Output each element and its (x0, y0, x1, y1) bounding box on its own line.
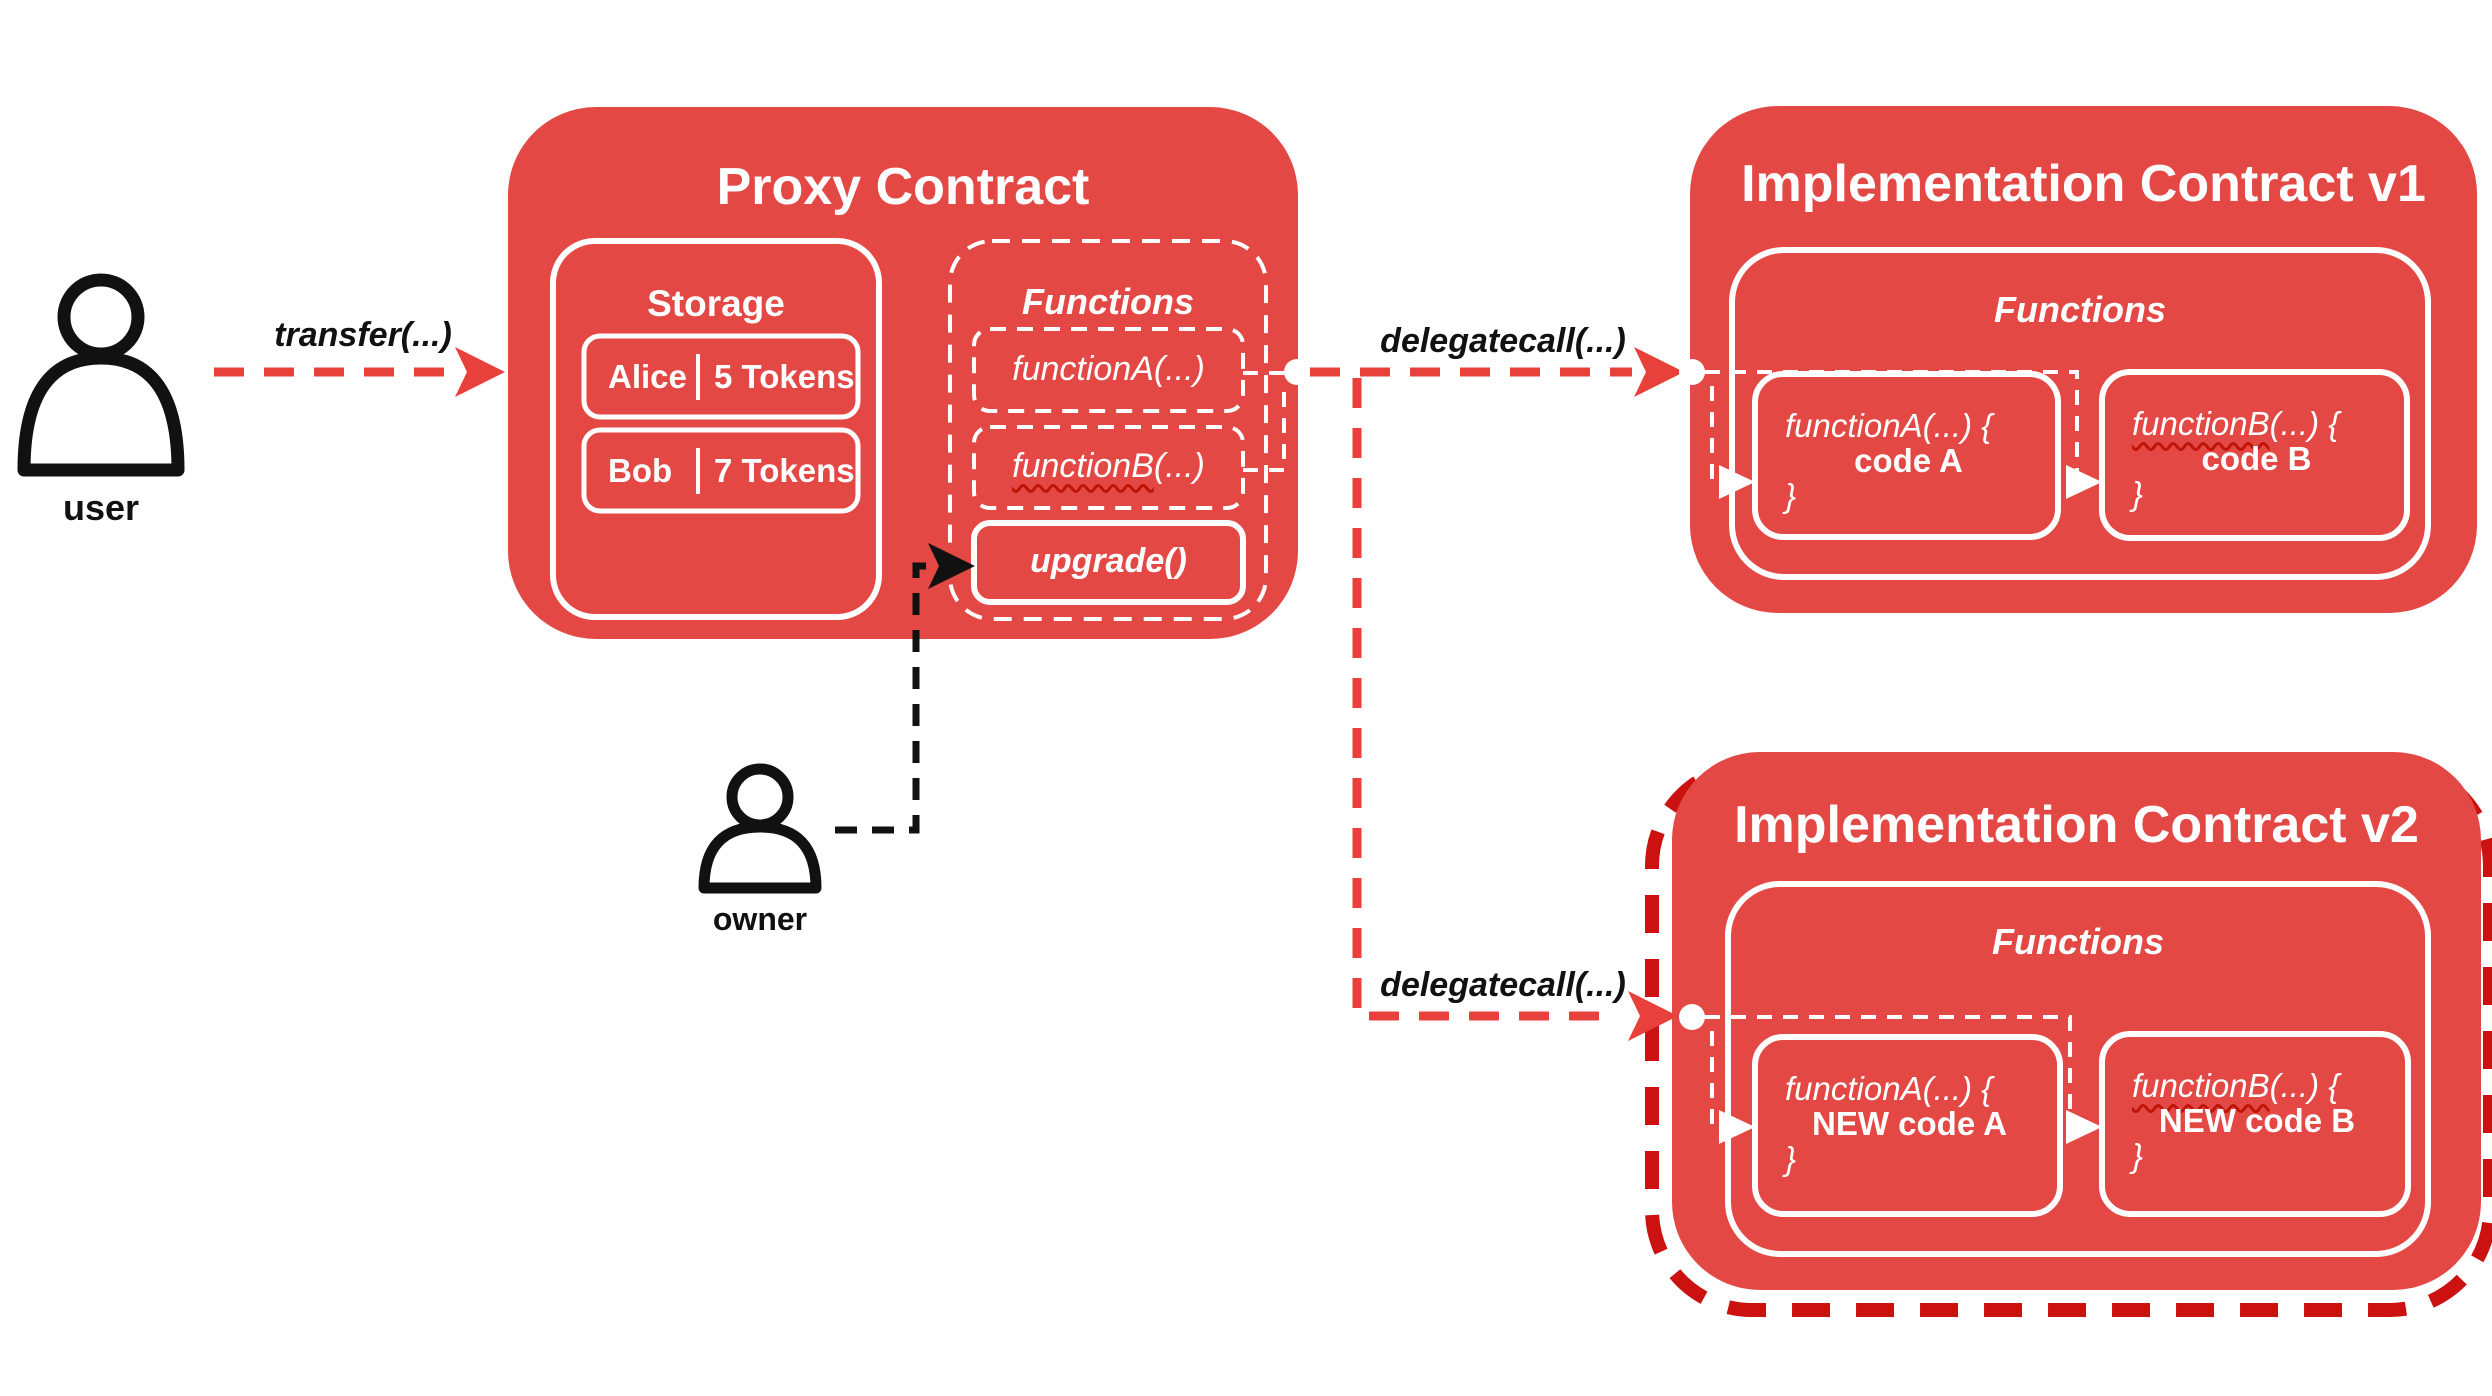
impl-v2-function-b-code: functionB(...) { NEW code B } (2102, 1034, 2408, 1214)
proxy-function-b-args: (...) (1153, 447, 1205, 485)
proxy-upgrade-box (971, 520, 1246, 605)
function-close-brace: } (1785, 1140, 1797, 1177)
function-b-name: functionB (2132, 405, 2270, 442)
proxy-functions-title: Functions (1022, 281, 1194, 322)
storage-alice-value: 5 Tokens (714, 357, 855, 395)
delegatecall-v2-label: delegatecall(...) (1380, 966, 1626, 1004)
transfer-arrowhead (455, 347, 505, 397)
storage-bob-value: 7 Tokens (714, 451, 855, 489)
delegatecall-v1-arrowhead (1634, 347, 1684, 397)
proxy-internal-connectors (1243, 371, 1288, 472)
proxy-out-connector-dot (1284, 359, 1310, 385)
proxy-function-a-label: functionA(...) (1012, 350, 1205, 388)
storage-bob-name: Bob (608, 451, 673, 489)
impl-v2-functions-container (1725, 881, 2431, 1257)
delegatecall-v1-label: delegatecall(...) (1380, 322, 1626, 360)
proxy-storage-container (550, 238, 882, 620)
transfer-label: transfer(...) (274, 316, 452, 354)
delegatecall-v2-arrowhead (1628, 991, 1678, 1041)
proxy-function-b-label: functionB(...) (974, 447, 1243, 485)
impl-v1-in-connector-dot (1679, 359, 1705, 385)
impl-v1-function-a-code: functionA(...) { code A } (1755, 374, 2058, 537)
impl-v2-in-connector-dot (1679, 1004, 1705, 1030)
owner-person-icon (698, 763, 822, 894)
impl-v1-functions-container (1729, 247, 2431, 580)
proxy-upgrade-label: upgrade() (1030, 542, 1187, 580)
function-body: NEW code A (1812, 1105, 2007, 1142)
storage-row-alice-box (581, 333, 861, 420)
proxy-contract-title: Proxy Contract (716, 158, 1090, 216)
function-close-brace: } (2132, 1137, 2144, 1174)
function-b-rest: (...) { (2269, 405, 2340, 442)
function-b-name: functionB (2132, 1067, 2270, 1104)
proxy-function-a-box (972, 327, 1245, 413)
user-label: user (62, 487, 140, 528)
proxy-storage-title: Storage (647, 283, 785, 324)
function-b-rest: (...) { (2269, 1067, 2340, 1104)
impl-v1-internal-connectors (1705, 370, 2079, 484)
storage-row-divider (696, 447, 700, 494)
impl-v2-function-a-code: functionA(...) { NEW code A } (1755, 1037, 2060, 1214)
impl-v1-title: Implementation Contract v1 (1741, 155, 2426, 213)
function-signature: functionA(...) { (1785, 407, 1993, 444)
function-body: code A (1854, 442, 1963, 479)
impl-v1-function-a-box (1752, 371, 2061, 540)
impl-v1-function-a-arrowhead (1719, 465, 1755, 499)
impl-v1-contract-box (1690, 106, 2477, 613)
impl-v2-highlight-outline (1645, 759, 2492, 1317)
function-signature: functionB(...) { (2132, 406, 2407, 441)
impl-v2-function-a-box (1752, 1034, 2063, 1217)
storage-row-bob: Bob 7 Tokens (584, 430, 858, 511)
impl-v2-function-b-box (2099, 1031, 2411, 1217)
proxy-function-b-box (972, 425, 1245, 510)
function-signature: functionB(...) { (2132, 1068, 2408, 1103)
impl-v1-function-b-box (2099, 369, 2410, 541)
user-person-icon (17, 273, 185, 477)
owner-upgrade-arrowhead (928, 543, 975, 589)
storage-row-alice: Alice 5 Tokens (584, 336, 858, 417)
impl-v2-function-b-arrowhead (2066, 1110, 2102, 1144)
function-body: NEW code B (2158, 1102, 2356, 1139)
impl-v1-function-b-arrowhead (2066, 465, 2102, 499)
impl-v1-functions-title: Functions (1994, 289, 2166, 330)
impl-v2-functions-title: Functions (1992, 921, 2164, 962)
storage-alice-name: Alice (608, 357, 687, 395)
storage-row-divider (696, 353, 700, 400)
function-body: code B (2201, 440, 2312, 477)
owner-label: owner (712, 901, 808, 937)
function-signature: functionA(...) { (1785, 1070, 1993, 1107)
impl-v1-function-b-code: functionB(...) { code B } (2102, 372, 2407, 538)
owner-upgrade-line (835, 562, 928, 834)
storage-row-bob-box (581, 427, 861, 514)
function-close-brace: } (2132, 475, 2144, 512)
impl-v2-internal-connectors (1705, 1015, 2072, 1129)
delegatecall-v2-line (1352, 378, 1604, 1021)
function-close-brace: } (1785, 477, 1797, 514)
impl-v2-function-a-arrowhead (1719, 1110, 1755, 1144)
proxy-function-b-name: functionB (1012, 447, 1154, 485)
impl-v2-title: Implementation Contract v2 (1734, 796, 2419, 854)
